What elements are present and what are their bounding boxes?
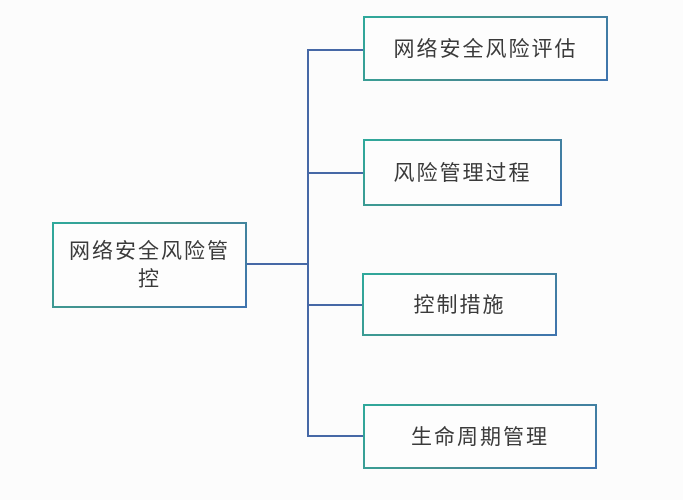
node-root-label: 网络安全风险管控 — [69, 239, 230, 291]
node-risk-assessment: 网络安全风险评估 — [363, 16, 608, 81]
node-control-measures: 控制措施 — [362, 273, 557, 336]
node-risk-management-process: 风险管理过程 — [363, 139, 562, 206]
node-control-measures-label: 控制措施 — [413, 292, 506, 317]
node-root: 网络安全风险管控 — [52, 222, 247, 308]
node-lifecycle-management-label: 生命周期管理 — [411, 424, 549, 449]
node-lifecycle-management: 生命周期管理 — [363, 404, 597, 469]
node-risk-assessment-label: 网络安全风险评估 — [393, 36, 578, 61]
node-risk-management-process-label: 风险管理过程 — [393, 160, 532, 185]
